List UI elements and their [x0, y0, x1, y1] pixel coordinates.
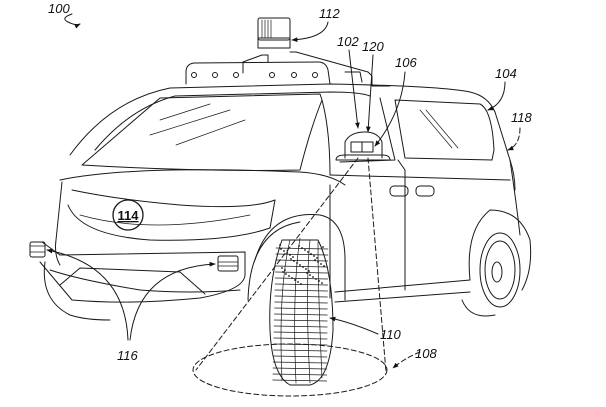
tread-marker-dot	[289, 254, 291, 256]
bumper-sensor-left	[29, 241, 46, 258]
tread-line	[272, 361, 328, 364]
tread-line	[272, 373, 328, 376]
tread-marker-dot	[307, 251, 309, 253]
tread-marker-dot	[323, 265, 325, 267]
tread-marker-dot	[296, 262, 298, 264]
tread-line	[273, 331, 328, 334]
leader-112	[291, 21, 329, 43]
tread-marker-dot	[291, 277, 293, 279]
tread-marker-dot	[283, 250, 285, 252]
leader-lines	[46, 13, 521, 369]
label-108: 108	[415, 346, 437, 361]
tread-line	[273, 349, 328, 352]
tread-marker-dot	[314, 259, 316, 261]
field-of-view	[192, 157, 388, 397]
tread-line	[272, 367, 328, 370]
tread-marker-dot	[306, 272, 308, 274]
label-104: 104	[495, 66, 517, 81]
tread-line	[275, 271, 329, 274]
tread-line	[273, 319, 328, 322]
tread-marker-dot	[284, 269, 286, 271]
tread-marker-dot	[281, 267, 283, 269]
tread-line	[274, 295, 328, 298]
label-120: 120	[362, 39, 384, 54]
label-114: 114	[118, 208, 140, 223]
tread-marker-dot	[285, 273, 287, 275]
tread-marker-dot	[312, 276, 314, 278]
tread-marker-dot	[300, 283, 302, 285]
label-102: 102	[337, 34, 359, 49]
tread-line	[274, 301, 328, 304]
tread-marker-dot	[290, 258, 292, 260]
tread-marker-dot	[280, 248, 282, 250]
tread-line	[274, 313, 328, 316]
leader-110	[329, 316, 379, 335]
leader-104	[487, 81, 506, 111]
roof-sensor-drawing	[257, 17, 291, 49]
bumper-sensor-right	[217, 255, 239, 272]
leader-116-right	[129, 261, 216, 341]
label-112: 112	[319, 6, 340, 21]
tread-marker-dot	[313, 255, 315, 257]
tire-drawing	[269, 237, 334, 386]
tread-line	[275, 265, 329, 268]
tread-marker-dot	[293, 260, 295, 262]
leader-100	[64, 13, 81, 29]
label-100: 100	[48, 1, 70, 16]
tread-marker-dot	[315, 278, 317, 280]
tread-marker-dot	[304, 249, 306, 251]
tread-marker-dot	[316, 257, 318, 259]
vehicle-body-drawing	[39, 83, 532, 321]
tread-marker-dot	[299, 264, 301, 266]
label-118: 118	[511, 110, 532, 125]
tread-marker-dot	[317, 261, 319, 263]
leader-116-left	[46, 248, 129, 341]
leader-108	[392, 351, 421, 369]
tread-line	[275, 259, 329, 262]
tread-marker-dot	[310, 253, 312, 255]
tread-line	[274, 277, 329, 280]
tread-line	[273, 325, 328, 328]
tread-line	[274, 307, 328, 310]
tread-marker-dot	[305, 268, 307, 270]
tread-line	[272, 379, 328, 382]
leader-120	[365, 54, 374, 133]
label-106: 106	[395, 55, 417, 70]
tread-marker-dot	[297, 281, 299, 283]
tread-marker-dot	[286, 252, 288, 254]
tread-marker-dot	[320, 263, 322, 265]
computing-system-marker: 114	[112, 199, 144, 231]
tread-marker-dot	[318, 280, 320, 282]
leader-118	[507, 127, 521, 151]
mirror-sensor-housing	[335, 131, 391, 161]
tread-line	[272, 355, 328, 358]
leader-102	[348, 49, 360, 129]
tread-marker-dot	[279, 244, 281, 246]
tread-marker-dot	[309, 274, 311, 276]
tread-line	[274, 289, 328, 292]
tread-marker-dot	[308, 270, 310, 272]
tread-marker-dot	[282, 271, 284, 273]
leader-106	[374, 71, 406, 147]
label-110: 110	[380, 327, 401, 342]
tread-marker-dot	[301, 247, 303, 249]
reference-numerals: 100 112 102 120 106 104 118 110 108 116	[48, 1, 532, 363]
label-116: 116	[117, 348, 138, 363]
tread-marker-dot	[294, 279, 296, 281]
roof-rack-drawing	[185, 51, 391, 87]
tread-marker-dot	[292, 256, 294, 258]
tread-marker-dot	[288, 275, 290, 277]
tread-marker-dot	[302, 266, 304, 268]
tread-marker-dot	[298, 245, 300, 247]
tread-line	[273, 337, 328, 340]
tread-marker-dot	[321, 282, 323, 284]
tread-marker-dot	[322, 246, 324, 248]
